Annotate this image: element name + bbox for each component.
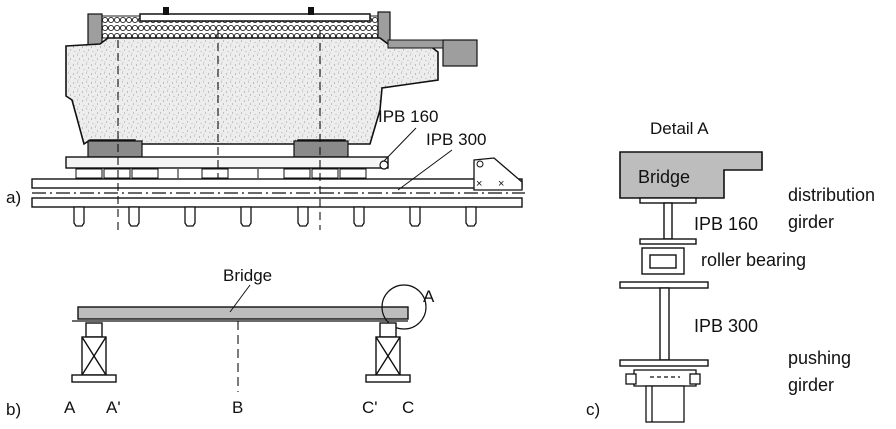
bridge-trough-body <box>65 37 439 146</box>
support-label-C-prime: C' <box>362 398 378 417</box>
bridge-label-leader <box>229 284 251 313</box>
panel-b-label: b) <box>6 400 21 419</box>
bridge-block-c <box>619 151 763 199</box>
detail-a-circle <box>381 284 427 330</box>
bridge-label-b: Bridge <box>223 266 272 285</box>
end-bracket-x-right: × <box>498 178 504 190</box>
bearing-pad-right <box>293 140 349 158</box>
detail-a-title: Detail A <box>650 119 709 138</box>
panel-a: × × IPB 160 IPB 300 a) <box>6 7 525 230</box>
support-label-B: B <box>232 398 243 417</box>
distribution-girder <box>65 156 389 169</box>
rail-fastener-left <box>163 7 169 15</box>
bearing-pad-left <box>87 140 143 158</box>
distribution-label-2: girder <box>788 212 834 232</box>
pushing-label-2: girder <box>788 375 834 395</box>
cantilever-end-block <box>442 39 478 67</box>
panel-b: Bridge A A A' B C' C b) <box>6 266 435 419</box>
ipb300-label-a: IPB 300 <box>426 130 487 149</box>
end-bracket <box>473 157 523 191</box>
support-right-b <box>365 322 411 383</box>
dashed-centerlines-a <box>117 30 321 230</box>
roller-bearings-row <box>75 168 367 179</box>
pushing-girder <box>31 178 523 189</box>
ipb300-section <box>619 281 709 367</box>
ipb300-leader <box>397 149 453 191</box>
support-left-b <box>71 322 117 383</box>
ipb160-section <box>639 197 697 245</box>
distribution-girder-end-pin <box>379 160 389 170</box>
top-rail <box>139 13 371 22</box>
distribution-label-1: distribution <box>788 185 875 205</box>
ipb160-label-c: IPB 160 <box>694 214 758 234</box>
ipb160-leader <box>383 127 417 162</box>
pushing-label-1: pushing <box>788 348 851 368</box>
bridge-beam-b <box>77 306 409 320</box>
panel-c-label: c) <box>586 400 600 419</box>
panel-c: Detail A Bridge IPB 160 <box>586 119 875 423</box>
end-bracket-pin <box>476 160 484 168</box>
cantilever-upstand <box>387 39 444 49</box>
detail-a-marker: A <box>423 287 435 306</box>
support-label-A-prime: A' <box>106 398 121 417</box>
pushing-girder-post <box>625 369 701 423</box>
roller-bearing-label: roller bearing <box>701 250 806 270</box>
ipb160-label-a: IPB 160 <box>378 107 439 126</box>
panel-a-label: a) <box>6 188 21 207</box>
ipb300-label-c: IPB 300 <box>694 316 758 336</box>
support-posts <box>73 206 477 227</box>
rail-fastener-right <box>308 7 314 15</box>
pushing-girder-lower <box>31 197 523 208</box>
support-label-C: C <box>402 398 414 417</box>
end-bracket-x-left: × <box>476 178 482 190</box>
support-label-A: A <box>64 398 76 417</box>
roller-bearing-c <box>641 247 685 275</box>
bridge-label-c: Bridge <box>638 167 690 187</box>
